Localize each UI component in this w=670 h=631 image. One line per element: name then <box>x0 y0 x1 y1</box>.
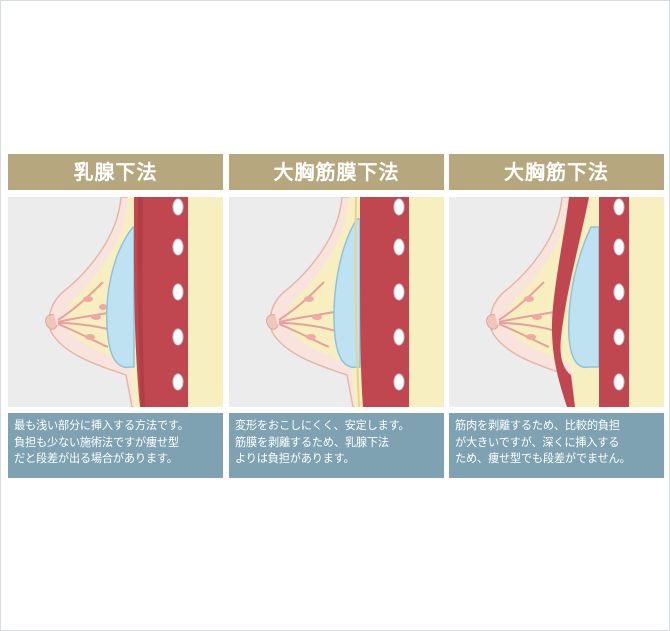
panel-subfascial: 大胸筋膜下法 <box>229 154 444 478</box>
panel-caption: 筋肉を剥離するため、比較的負担 が大きいですが、深くに挿入する ため、痩せ型でも… <box>449 413 664 478</box>
panel-caption: 変形をおこしにくく、安定します。 筋膜を剥離するため、乳腺下法 よりは負担があり… <box>229 413 444 478</box>
panel-caption: 最も浅い部分に挿入する方法です。 負担も少ない施術法ですが痩せ型 だと段差が出る… <box>8 413 223 478</box>
caption-line: よりは負担があります。 <box>235 452 355 465</box>
caption-line: 負担も少ない施術法ですが痩せ型 <box>14 435 179 449</box>
caption-line: 変形をおこしにくく、安定します。 <box>235 419 410 432</box>
breast-illustration-submuscular <box>449 197 664 407</box>
panel-submuscular: 大胸筋下法 <box>449 154 664 478</box>
panel-title: 乳腺下法 <box>8 154 223 190</box>
panel-title: 大胸筋下法 <box>449 154 664 190</box>
caption-line: 筋肉を剥離するため、比較的負担 <box>455 419 620 432</box>
breast-illustration-subglandular <box>8 197 223 407</box>
caption-line: ため、痩せ型でも段差がでません。 <box>455 452 631 465</box>
breast-illustration-subfascial <box>229 197 444 407</box>
caption-line: だと段差が出る場合があります。 <box>14 452 178 465</box>
panel-title: 大胸筋膜下法 <box>229 154 444 190</box>
caption-line: が大きいですが、深くに挿入する <box>455 435 620 449</box>
panel-subglandular: 乳腺下法 <box>8 154 223 478</box>
caption-line: 筋膜を剥離するため、乳腺下法 <box>235 435 389 449</box>
caption-line: 最も浅い部分に挿入する方法です。 <box>14 419 189 432</box>
